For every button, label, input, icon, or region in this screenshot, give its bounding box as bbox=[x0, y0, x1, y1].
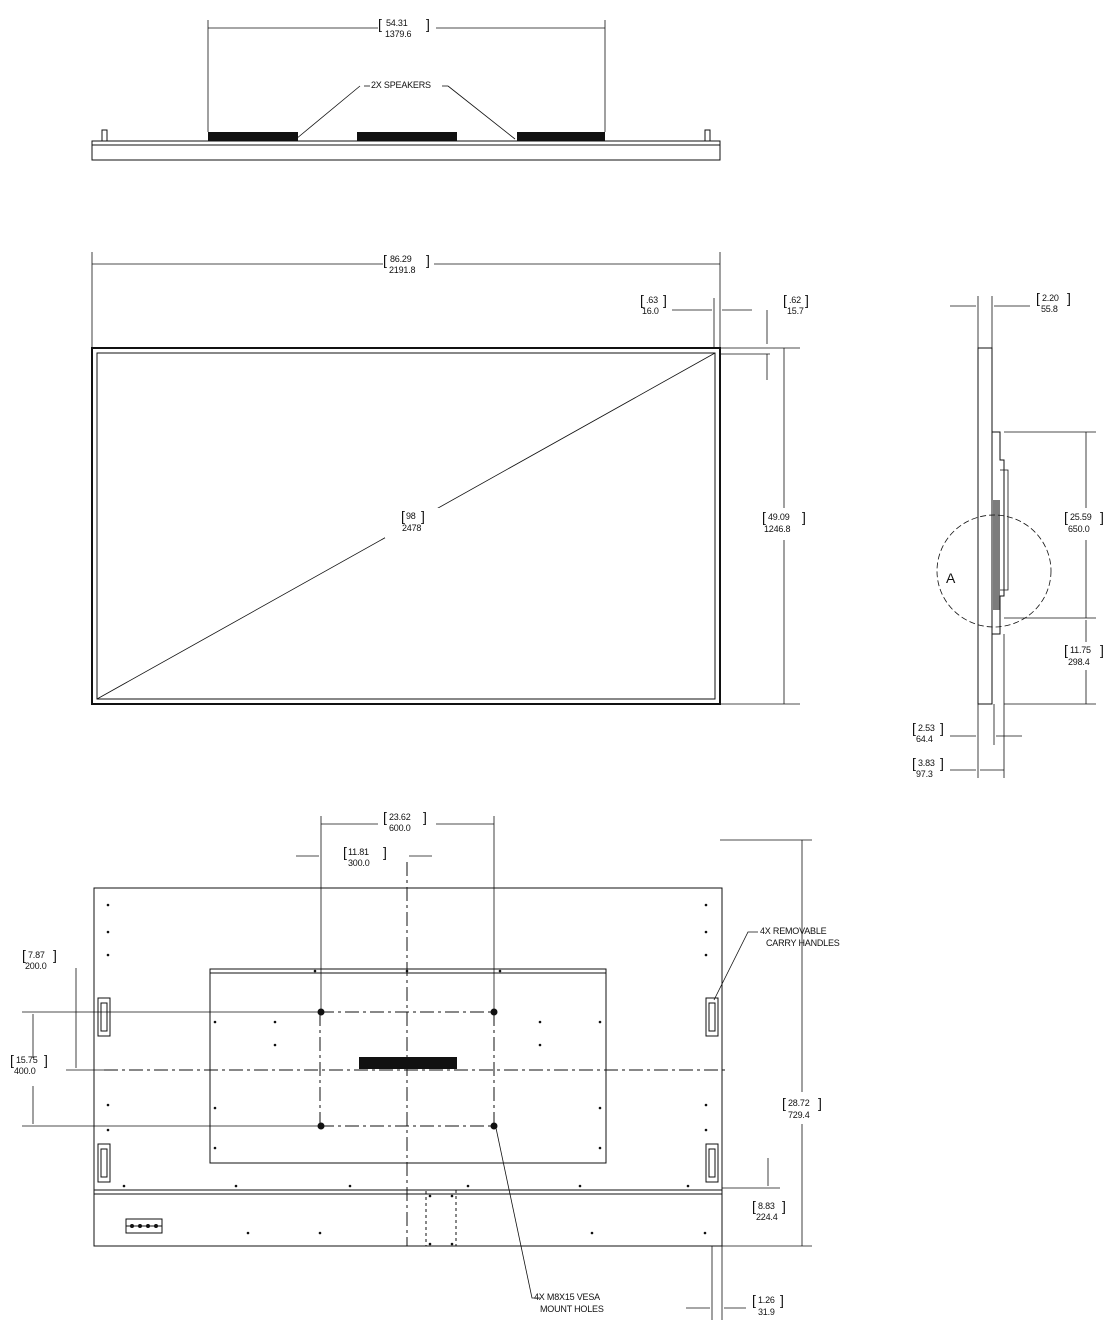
handles-label-line2: CARRY HANDLES bbox=[766, 938, 840, 948]
vesa-hole bbox=[490, 1008, 498, 1016]
handles-label-line1: 4X REMOVABLE bbox=[760, 926, 827, 936]
handle-bottom-right bbox=[705, 1143, 719, 1183]
svg-text:[: [ bbox=[10, 1052, 14, 1068]
bottom-offset-in: 1.26 bbox=[758, 1295, 775, 1305]
svg-text:]: ] bbox=[426, 16, 430, 32]
bezel-side-in: .62 bbox=[789, 295, 801, 305]
width-in: 86.29 bbox=[390, 254, 412, 264]
svg-text:[: [ bbox=[752, 1198, 756, 1214]
vesa-hole bbox=[317, 1122, 325, 1130]
speaker-left bbox=[208, 132, 298, 141]
bezel-side-mm: 15.7 bbox=[787, 306, 804, 316]
svg-text:]: ] bbox=[818, 1095, 822, 1111]
detail-a-label: A bbox=[946, 570, 956, 586]
depth-total-mm: 97.3 bbox=[916, 769, 933, 779]
holes-label-line2: MOUNT HOLES bbox=[540, 1304, 604, 1314]
vesa-half-in: 11.81 bbox=[348, 847, 369, 857]
svg-text:]: ] bbox=[423, 809, 427, 825]
front-view: [ ] 86.29 2191.8 [ ] .63 16.0 [ ] .62 15… bbox=[91, 252, 809, 705]
mount-bottom-in: 11.75 bbox=[1070, 645, 1091, 655]
svg-text:[: [ bbox=[640, 292, 644, 308]
diagonal-in: 98 bbox=[406, 511, 416, 521]
height-in: 49.09 bbox=[768, 512, 790, 522]
svg-text:]: ] bbox=[663, 292, 667, 308]
mount-bottom-mm: 298.4 bbox=[1068, 657, 1090, 667]
holes-label-line1: 4X M8X15 VESA bbox=[534, 1292, 600, 1302]
svg-text:[: [ bbox=[1036, 290, 1040, 306]
svg-text:]: ] bbox=[53, 947, 57, 963]
svg-text:]: ] bbox=[421, 508, 425, 524]
speaker-span-mm: 1379.6 bbox=[385, 29, 412, 39]
top-view: [ ] 54.31 1379.6 2X SPEAKERS bbox=[91, 16, 721, 161]
svg-text:[: [ bbox=[912, 720, 916, 736]
speaker-span-in: 54.31 bbox=[386, 18, 408, 28]
svg-text:[: [ bbox=[752, 1292, 756, 1308]
handle-bottom-left bbox=[97, 1143, 111, 1183]
svg-text:]: ] bbox=[1100, 642, 1104, 658]
handle-top-left bbox=[97, 997, 111, 1037]
svg-text:[: [ bbox=[401, 508, 405, 524]
svg-text:]: ] bbox=[1100, 509, 1104, 525]
vesa-width-in: 23.62 bbox=[389, 812, 411, 822]
svg-text:[: [ bbox=[912, 755, 916, 771]
svg-text:[: [ bbox=[762, 509, 766, 525]
svg-text:]: ] bbox=[426, 252, 430, 268]
svg-text:]: ] bbox=[782, 1198, 786, 1214]
bottom-offset-mm: 31.9 bbox=[758, 1307, 775, 1317]
bezel-top-mm: 16.0 bbox=[642, 306, 659, 316]
svg-text:]: ] bbox=[44, 1052, 48, 1068]
diagonal-mm: 2478 bbox=[402, 523, 421, 533]
vesa-hole bbox=[490, 1122, 498, 1130]
depth-total-in: 3.83 bbox=[918, 758, 935, 768]
svg-text:[: [ bbox=[383, 809, 387, 825]
mount-span-in: 25.59 bbox=[1070, 512, 1092, 522]
vesa-half-mm: 300.0 bbox=[348, 858, 370, 868]
svg-text:[: [ bbox=[378, 16, 382, 32]
svg-text:[: [ bbox=[783, 292, 787, 308]
speakers-label: 2X SPEAKERS bbox=[371, 80, 431, 90]
speaker-center bbox=[357, 132, 457, 141]
svg-text:]: ] bbox=[383, 844, 387, 860]
svg-text:[: [ bbox=[383, 252, 387, 268]
svg-text:]: ] bbox=[940, 755, 944, 771]
depth-panel-in: 2.53 bbox=[918, 723, 935, 733]
svg-text:[: [ bbox=[782, 1095, 786, 1111]
svg-text:[: [ bbox=[22, 947, 26, 963]
width-mm: 2191.8 bbox=[389, 265, 416, 275]
svg-text:]: ] bbox=[940, 720, 944, 736]
mount-span-mm: 650.0 bbox=[1068, 524, 1090, 534]
handle-offset-in: 7.87 bbox=[28, 950, 45, 960]
mount-from-bottom-mm: 729.4 bbox=[788, 1110, 810, 1120]
label-plate bbox=[359, 1057, 457, 1069]
speaker-right bbox=[517, 132, 605, 141]
side-view: A [ ] 2.20 55.8 [ ] 25.59 650.0 [ ] 11.7… bbox=[912, 290, 1104, 779]
vesa-width-mm: 600.0 bbox=[389, 823, 411, 833]
thickness-mm: 55.8 bbox=[1041, 304, 1058, 314]
svg-text:]: ] bbox=[1067, 290, 1071, 306]
svg-text:[: [ bbox=[343, 844, 347, 860]
svg-text:[: [ bbox=[1064, 642, 1068, 658]
svg-text:]: ] bbox=[780, 1292, 784, 1308]
thickness-in: 2.20 bbox=[1042, 293, 1059, 303]
rear-view: [ ] 23.62 600.0 [ ] 11.81 300.0 [ ] 7.87… bbox=[10, 809, 840, 1320]
lower-section-in: 8.83 bbox=[758, 1201, 775, 1211]
depth-panel-mm: 64.4 bbox=[916, 734, 933, 744]
mount-from-bottom-in: 28.72 bbox=[788, 1098, 810, 1108]
bezel-top-in: .63 bbox=[646, 295, 658, 305]
handle-offset-mm: 200.0 bbox=[25, 961, 47, 971]
lower-section-mm: 224.4 bbox=[756, 1212, 778, 1222]
vesa-height-in: 15.75 bbox=[16, 1055, 38, 1065]
height-mm: 1246.8 bbox=[764, 524, 791, 534]
handle-top-right bbox=[705, 997, 719, 1037]
svg-text:]: ] bbox=[805, 292, 809, 308]
svg-text:[: [ bbox=[1064, 509, 1068, 525]
vesa-hole bbox=[317, 1008, 325, 1016]
svg-text:]: ] bbox=[802, 509, 806, 525]
vesa-height-mm: 400.0 bbox=[14, 1066, 36, 1076]
